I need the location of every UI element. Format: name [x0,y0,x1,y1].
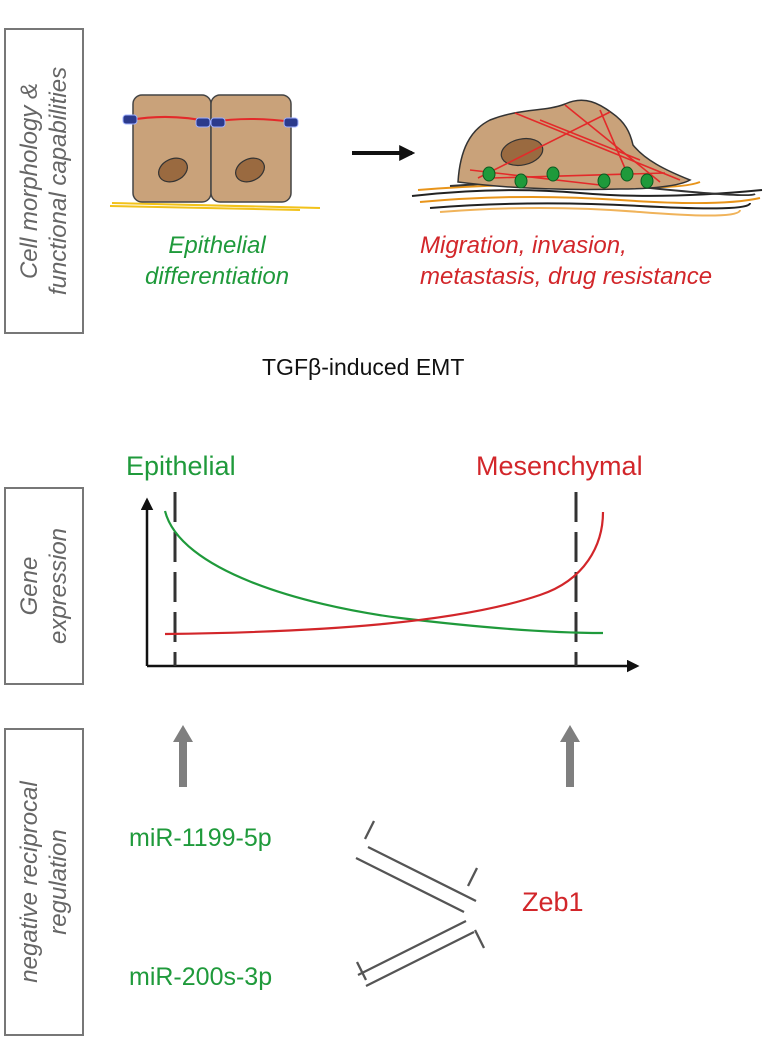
upward-arrows [173,725,580,787]
junction-1 [122,114,138,125]
mesenchymal-capabilities-label: Migration, invasion, metastasis, drug re… [420,230,712,292]
junction-2 [195,117,211,128]
regulation-side-box: negative reciprocal regulation [4,728,84,1036]
mesenchymal-state-label: Mesenchymal [476,451,643,481]
mir-200s-label: miR-200s-3p [129,963,273,991]
adhesion-1 [482,166,496,182]
expression-side-box: Gene expression [4,487,84,685]
right-up-arrow [560,725,580,787]
epithelial-gene-curve [163,510,604,635]
adhesion-2 [514,173,528,189]
epithelial-state-label: Epithelial [126,451,236,481]
mesenchymal-cell [411,99,763,217]
process-title: TGFβ-induced EMT [262,354,465,380]
junction-4 [283,117,299,128]
nucleus-left [158,157,188,183]
mir-1199-label: miR-1199-5p [129,824,272,852]
junction-3 [210,117,226,128]
zeb1-label: Zeb1 [522,887,584,917]
nucleus-right [235,157,265,183]
adhesion-3 [546,166,560,182]
epithelial-cell-left [132,94,212,203]
left-up-arrow [173,725,193,787]
epithelial-cell-right [210,94,292,203]
morphology-side-box: Cell morphology & functional capabilitie… [4,28,84,334]
epithelial-cells [109,94,321,211]
adhesion-5 [620,166,634,182]
mesenchymal-label-line1: Migration, invasion, [420,232,627,259]
epithelial-label-line2: differentiation [145,263,290,290]
epithelial-label-line1: Epithelial [168,232,266,259]
mesenchymal-label-line2: metastasis, drug resistance [420,263,713,290]
adhesion-6 [640,173,654,189]
gene-expression-plot [140,492,640,673]
adhesion-4 [597,173,611,189]
mesenchymal-gene-curve [164,511,605,636]
reciprocal-inhibition [355,820,486,988]
epithelial-differentiation-label: Epithelial differentiation [145,230,289,292]
mesenchymal-nucleus [500,137,544,167]
